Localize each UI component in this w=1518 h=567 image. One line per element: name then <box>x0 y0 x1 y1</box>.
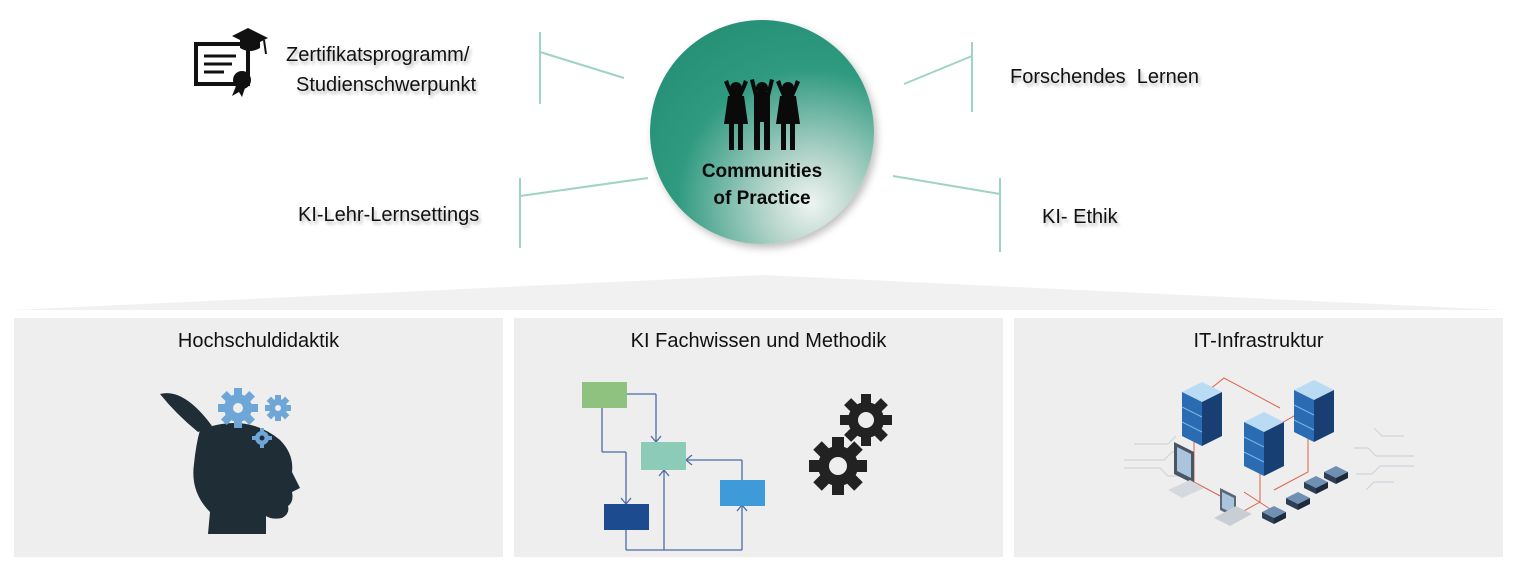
pillar-it-infrastruktur: IT-Infrastruktur <box>1014 318 1503 557</box>
certificate-icon <box>194 28 268 97</box>
topic-ki-ethik: KI- Ethik <box>1042 206 1118 228</box>
roof-shape <box>14 275 1504 310</box>
gears-icon <box>809 394 892 495</box>
pillar-hochschuldidaktik: Hochschuldidaktik <box>14 318 503 557</box>
pillar-title: Hochschuldidaktik <box>177 330 340 352</box>
flowchart-icon <box>582 382 765 551</box>
flow-box-green <box>582 382 627 408</box>
pillar-ki-fachwissen: KI Fachwissen und Methodik <box>514 318 1003 557</box>
topic-forschendes-lernen: Forschendes Lernen <box>1010 66 1200 88</box>
flow-box-light-blue <box>720 480 765 506</box>
communities-circle <box>650 20 874 244</box>
topic-ki-lehr-lernsettings: KI-Lehr-Lernsettings <box>298 204 480 226</box>
communities-title-line2: of Practice <box>713 188 811 209</box>
communities-title: Communities of Practice <box>650 158 874 212</box>
device-boxes <box>1262 466 1348 524</box>
server-network-icon <box>1124 377 1414 526</box>
people-icon <box>724 79 800 150</box>
topic-zertifikat-line2: Studienschwerpunkt <box>296 74 477 96</box>
communities-title-line1: Communities <box>701 161 823 182</box>
topic-zertifikat: Zertifikatsprogramm/ Studienschwerpunkt <box>286 40 476 100</box>
head-gears-icon <box>160 388 300 534</box>
pillar-title: IT-Infrastruktur <box>1193 330 1324 352</box>
server-left <box>1181 382 1222 446</box>
server-center <box>1243 412 1284 476</box>
server-right <box>1293 380 1334 442</box>
flow-box-teal <box>641 442 686 470</box>
pillar-title: KI Fachwissen und Methodik <box>630 330 887 352</box>
laptop <box>1214 488 1252 526</box>
monitor <box>1168 442 1204 498</box>
topic-zertifikat-line1: Zertifikatsprogramm/ <box>286 44 470 66</box>
flow-box-navy <box>604 504 649 530</box>
